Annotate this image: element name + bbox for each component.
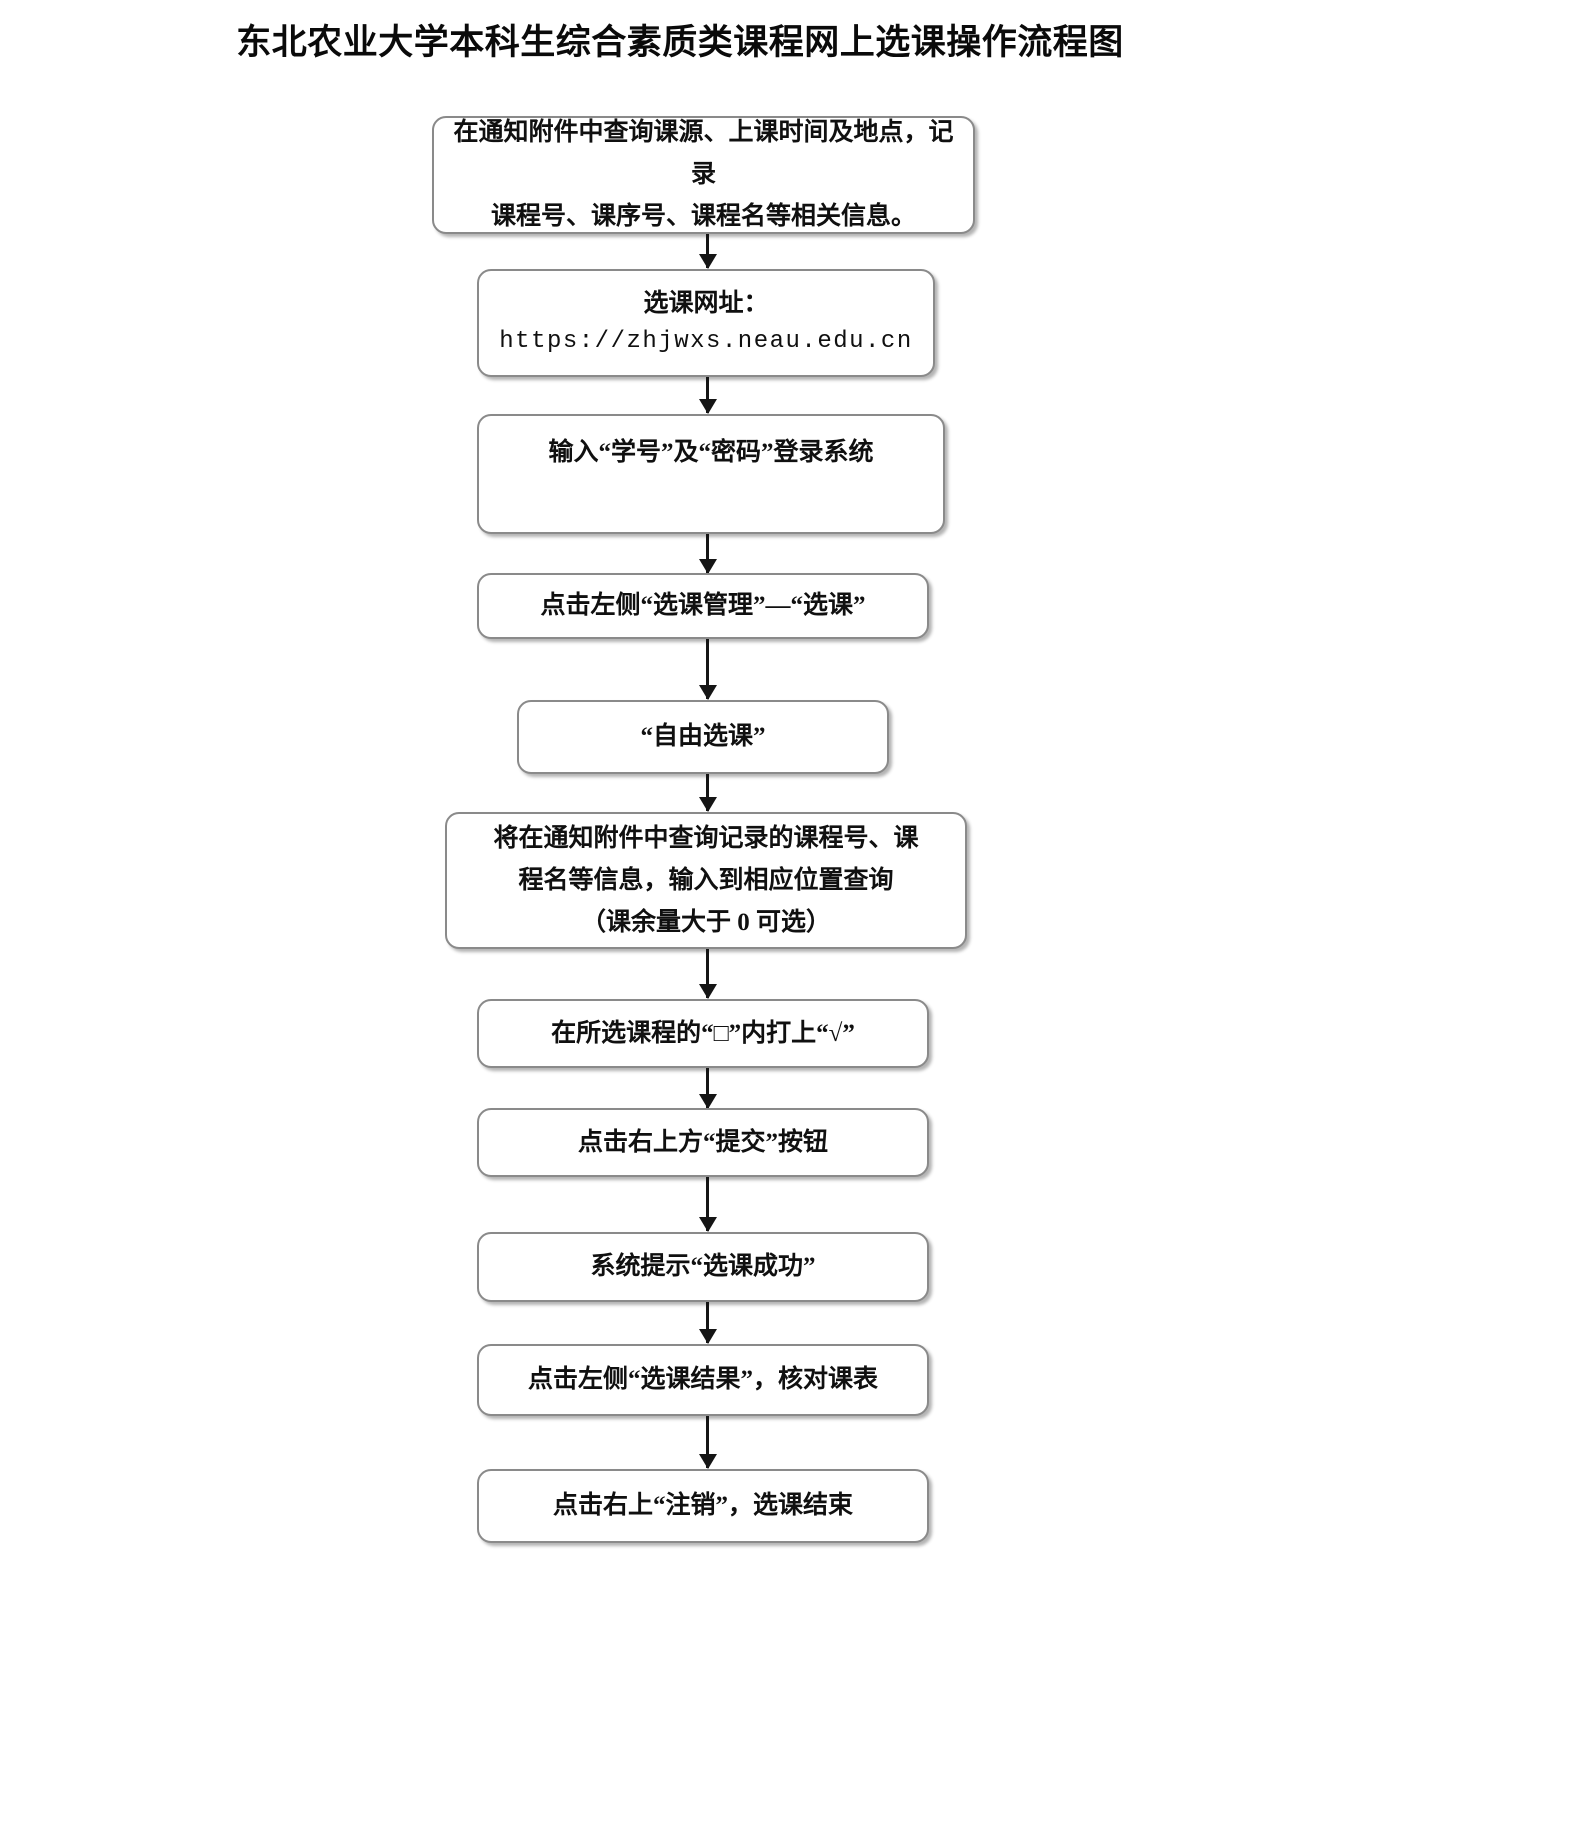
flow-node-step-1: 在通知附件中查询课源、上课时间及地点，记录 课程号、课序号、课程名等相关信息。 (432, 116, 975, 234)
flow-node-step-7: 在所选课程的“□”内打上“√” (477, 999, 929, 1068)
flow-node-step-4: 点击左侧“选课管理”—“选课” (477, 573, 929, 639)
flow-node-step-4-label: 点击左侧“选课管理”—“选课” (540, 592, 866, 619)
flow-node-step-3: 输入“学号”及“密码”登录系统 (477, 414, 945, 534)
flow-arrow-8-to-9 (706, 1177, 709, 1231)
flow-node-step-9: 系统提示“选课成功” (477, 1232, 929, 1302)
flow-node-step-1-label: 在通知附件中查询课源、上课时间及地点，记录 课程号、课序号、课程名等相关信息。 (453, 119, 954, 230)
flow-node-step-8-label: 点击右上方“提交”按钮 (577, 1128, 828, 1156)
flow-node-step-7-label: 在所选课程的“□”内打上“√” (551, 1019, 855, 1047)
flow-node-step-2-url: https://zhjwxs.neau.edu.cn (499, 328, 913, 355)
flow-node-step-2-label: 选课网址： (643, 290, 769, 317)
flow-arrow-6-to-7 (706, 949, 709, 998)
flow-node-step-11: 点击右上“注销”，选课结束 (477, 1469, 929, 1543)
flow-arrow-9-to-10 (706, 1302, 709, 1343)
flow-node-step-6-label: 将在通知附件中查询记录的课程号、课 程名等信息，输入到相应位置查询 （课余量大于… (493, 824, 919, 936)
flow-arrow-3-to-4 (706, 534, 709, 573)
flow-node-step-10-label: 点击左侧“选课结果”，核对课表 (527, 1366, 878, 1393)
flow-arrow-2-to-3 (706, 377, 709, 413)
flow-node-step-2: 选课网址： https://zhjwxs.neau.edu.cn (477, 269, 935, 377)
flow-arrow-10-to-11 (706, 1416, 709, 1468)
page-title: 东北农业大学本科生综合素质类课程网上选课操作流程图 (236, 23, 1124, 62)
flow-node-step-9-label: 系统提示“选课成功” (590, 1253, 816, 1280)
flow-arrow-7-to-8 (706, 1068, 709, 1108)
flow-node-step-10: 点击左侧“选课结果”，核对课表 (477, 1344, 929, 1416)
flow-arrow-4-to-5 (706, 639, 709, 699)
flow-node-step-6: 将在通知附件中查询记录的课程号、课 程名等信息，输入到相应位置查询 （课余量大于… (445, 812, 967, 949)
flow-arrow-1-to-2 (706, 234, 709, 268)
flow-arrow-5-to-6 (706, 774, 709, 811)
flow-node-step-8: 点击右上方“提交”按钮 (477, 1108, 929, 1177)
flow-node-step-11-label: 点击右上“注销”，选课结束 (552, 1492, 853, 1519)
flow-node-step-3-label: 输入“学号”及“密码”登录系统 (548, 439, 874, 466)
flow-node-step-5-label: “自由选课” (640, 723, 766, 750)
flow-node-step-5: “自由选课” (517, 700, 889, 774)
